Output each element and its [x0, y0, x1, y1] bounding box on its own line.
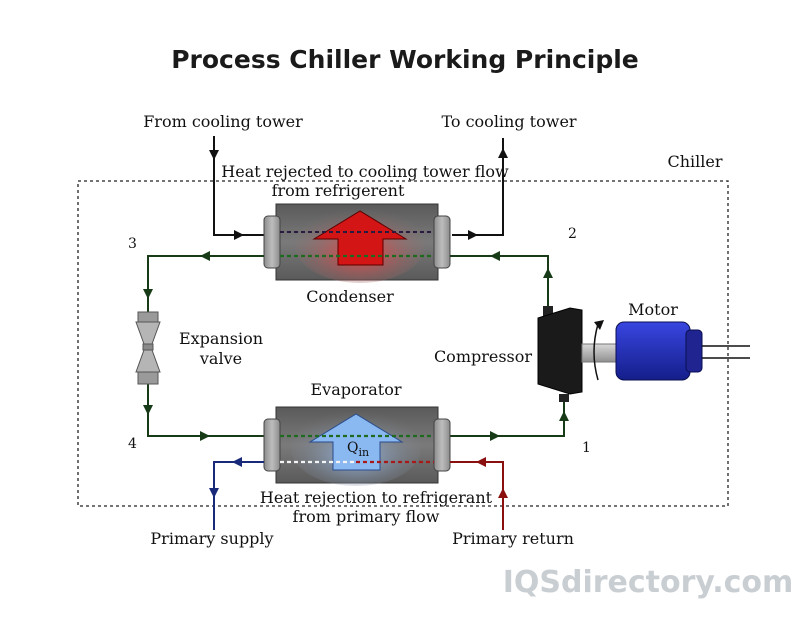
expansion-valve	[135, 311, 161, 385]
return-arrow-left	[476, 457, 486, 467]
expansion-valve-label-1: Expansion	[179, 329, 263, 348]
heat-in-arrow-icon	[308, 413, 404, 471]
heat-rejected-text-1: Heat rejected to cooling tower flow	[221, 162, 509, 181]
arrow-up-2	[543, 268, 553, 278]
heat-rejection-text-1: Heat rejection to refrigerant	[260, 488, 493, 507]
expansion-valve-label-2: valve	[199, 349, 242, 368]
cooling-outlet-arrow-up	[498, 148, 508, 158]
rotation-arrow-icon	[593, 323, 599, 381]
arrow-up-1	[559, 411, 569, 421]
evaporator-label: Evaporator	[310, 380, 401, 399]
condenser-label: Condenser	[306, 287, 394, 306]
chiller-boundary	[77, 180, 729, 507]
cooling-outlet-arrow-right	[468, 230, 478, 240]
heat-rejected-text-2: from refrigerent	[272, 181, 405, 200]
watermark: IQSdirectory.com	[503, 565, 794, 600]
state-point-3: 3	[128, 236, 137, 252]
cooling-inlet-arrow-down	[209, 150, 219, 160]
arrow-right-1	[490, 431, 500, 441]
cooling-inlet-arrow-right	[234, 230, 244, 240]
supply-arrow-down	[209, 488, 219, 498]
primary-supply-label: Primary supply	[150, 529, 273, 548]
state-point-4: 4	[128, 436, 137, 452]
primary-return-pipe	[450, 461, 504, 530]
arrow-down-4	[143, 405, 153, 415]
compressor	[537, 306, 583, 402]
rotation-arrowhead	[594, 320, 604, 330]
page-title: Process Chiller Working Principle	[171, 45, 639, 74]
arrow-left-3	[200, 251, 210, 261]
motor-label: Motor	[628, 300, 678, 319]
refrigerant-line-valve-to-4	[147, 384, 264, 437]
refrigerant-line-evaporator-to-1	[450, 400, 565, 437]
state-point-1: 1	[582, 440, 591, 456]
heat-rejection-text-2: from primary flow	[293, 507, 440, 526]
refrigerant-line-condenser-to-3	[147, 255, 264, 312]
evaporator	[263, 406, 451, 486]
primary-supply-pipe	[213, 461, 264, 530]
refrigerant-line-2-to-condenser	[450, 255, 549, 310]
arrow-right-4	[200, 431, 210, 441]
cooling-tower-outlet-pipe	[452, 138, 504, 236]
supply-arrow-left	[232, 457, 242, 467]
from-cooling-tower-label: From cooling tower	[143, 112, 303, 131]
chiller-label: Chiller	[667, 152, 722, 171]
to-cooling-tower-label: To cooling tower	[441, 112, 576, 131]
motor	[615, 321, 703, 381]
heat-out-arrow-icon	[312, 210, 408, 266]
q-in-label: Qin	[347, 440, 369, 459]
return-arrow-up	[498, 488, 508, 498]
compressor-label: Compressor	[434, 347, 532, 366]
arrow-down-3	[143, 289, 153, 299]
primary-return-label: Primary return	[452, 529, 574, 548]
state-point-2: 2	[568, 226, 577, 242]
cooling-tower-inlet-pipe	[213, 136, 268, 236]
condenser	[263, 203, 451, 283]
arrow-left-2	[490, 251, 500, 261]
